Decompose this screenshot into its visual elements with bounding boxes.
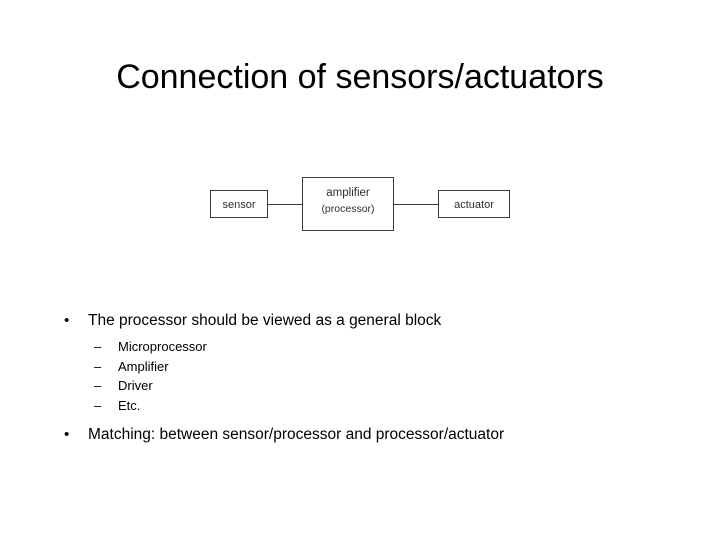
diagram-block-amplifier-sublabel: (processor) [321, 203, 375, 215]
bullet-marker: – [94, 378, 102, 393]
list-item-text: Etc. [118, 397, 141, 413]
list-item: – Microprocessor [56, 337, 676, 357]
diagram-block-actuator-label: actuator [454, 199, 494, 211]
sub-bullet-list: – Microprocessor – Amplifier – Driver – … [56, 337, 676, 415]
page-title: Connection of sensors/actuators [116, 58, 604, 96]
bullet-marker: – [94, 358, 102, 374]
list-item-text: Driver [118, 378, 153, 393]
diagram-block-sensor-label: sensor [222, 199, 256, 211]
list-item: – Amplifier [56, 357, 676, 377]
list-item-text: Matching: between sensor/processor and p… [88, 426, 505, 443]
list-item-text: Microprocessor [118, 339, 207, 354]
diagram-block-amplifier: amplifier (processor) [302, 177, 394, 231]
connector-sensor-amplifier [268, 204, 302, 205]
bullet-marker: – [94, 339, 102, 354]
bullet-marker: • [64, 312, 70, 329]
diagram-block-actuator: actuator [438, 190, 510, 218]
list-item-text: Amplifier [118, 358, 169, 374]
diagram-block-amplifier-label: amplifier [326, 187, 370, 199]
list-item-text: The processor should be viewed as a gene… [88, 312, 442, 329]
list-item: – Driver [56, 376, 676, 396]
connector-amplifier-actuator [394, 204, 438, 205]
diagram-block-sensor: sensor [210, 190, 268, 218]
signal-chain-diagram: sensor amplifier (processor) actuator [205, 168, 515, 240]
bullet-marker: – [94, 397, 102, 413]
list-item: – Etc. [56, 396, 676, 416]
list-item: • The processor should be viewed as a ge… [56, 310, 676, 332]
bullet-list: • The processor should be viewed as a ge… [56, 310, 676, 450]
bullet-marker: • [64, 426, 70, 443]
list-item: • Matching: between sensor/processor and… [56, 424, 676, 446]
